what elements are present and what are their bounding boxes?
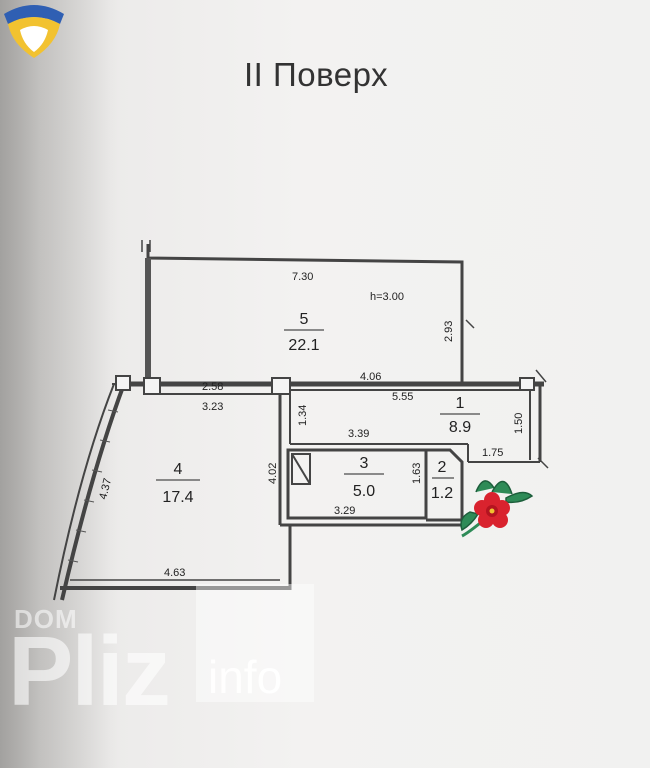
dim-3-23: 3.23: [202, 401, 223, 413]
paper-shadow: [0, 0, 120, 768]
room-4-number: 4: [174, 461, 183, 478]
room-3-number: 3: [360, 455, 369, 472]
room-1-area: 8.9: [449, 419, 471, 436]
dim-1-34: 1.34: [297, 405, 309, 426]
flower-icon: [460, 480, 534, 538]
dim-5-55: 5.55: [392, 391, 413, 403]
room-2-number: 2: [438, 459, 447, 476]
columns: [115, 375, 535, 395]
dim-2-93: 2.93: [443, 321, 455, 342]
dim-1-63: 1.63: [411, 463, 423, 484]
room-2-area: 1.2: [431, 485, 453, 502]
floor-title: II Поверх: [244, 56, 389, 93]
shield-logo-icon: [0, 0, 68, 62]
dim-3-39: 3.39: [348, 428, 369, 440]
room-1-number: 1: [456, 395, 465, 412]
ceiling-height-label: h=3.00: [370, 291, 404, 303]
dim-4-06: 4.06: [360, 371, 381, 383]
vent-shaft: [291, 453, 311, 485]
dim-4-63: 4.63: [164, 567, 185, 579]
watermark-box: [196, 584, 314, 702]
watermark-info: info: [208, 651, 283, 703]
curved-wall-hatch: [67, 409, 119, 563]
dim-7-30: 7.30: [292, 271, 313, 283]
dim-1-75: 1.75: [482, 447, 503, 459]
room-5-number: 5: [300, 311, 309, 328]
dim-3-29: 3.29: [334, 505, 355, 517]
dim-4-37: 4.37: [97, 477, 114, 501]
watermark-pliz: Pliz: [8, 616, 171, 726]
room-3-area: 5.0: [353, 483, 375, 500]
room-5-area: 22.1: [288, 337, 319, 354]
corner-ticks: [141, 240, 549, 469]
dim-4-02: 4.02: [267, 463, 279, 484]
room-4-area: 17.4: [162, 489, 193, 506]
dim-1-50: 1.50: [513, 413, 525, 434]
watermark-dom: DOM: [14, 604, 78, 634]
dim-2-58: 2.58: [202, 381, 223, 393]
walls: [53, 244, 544, 601]
